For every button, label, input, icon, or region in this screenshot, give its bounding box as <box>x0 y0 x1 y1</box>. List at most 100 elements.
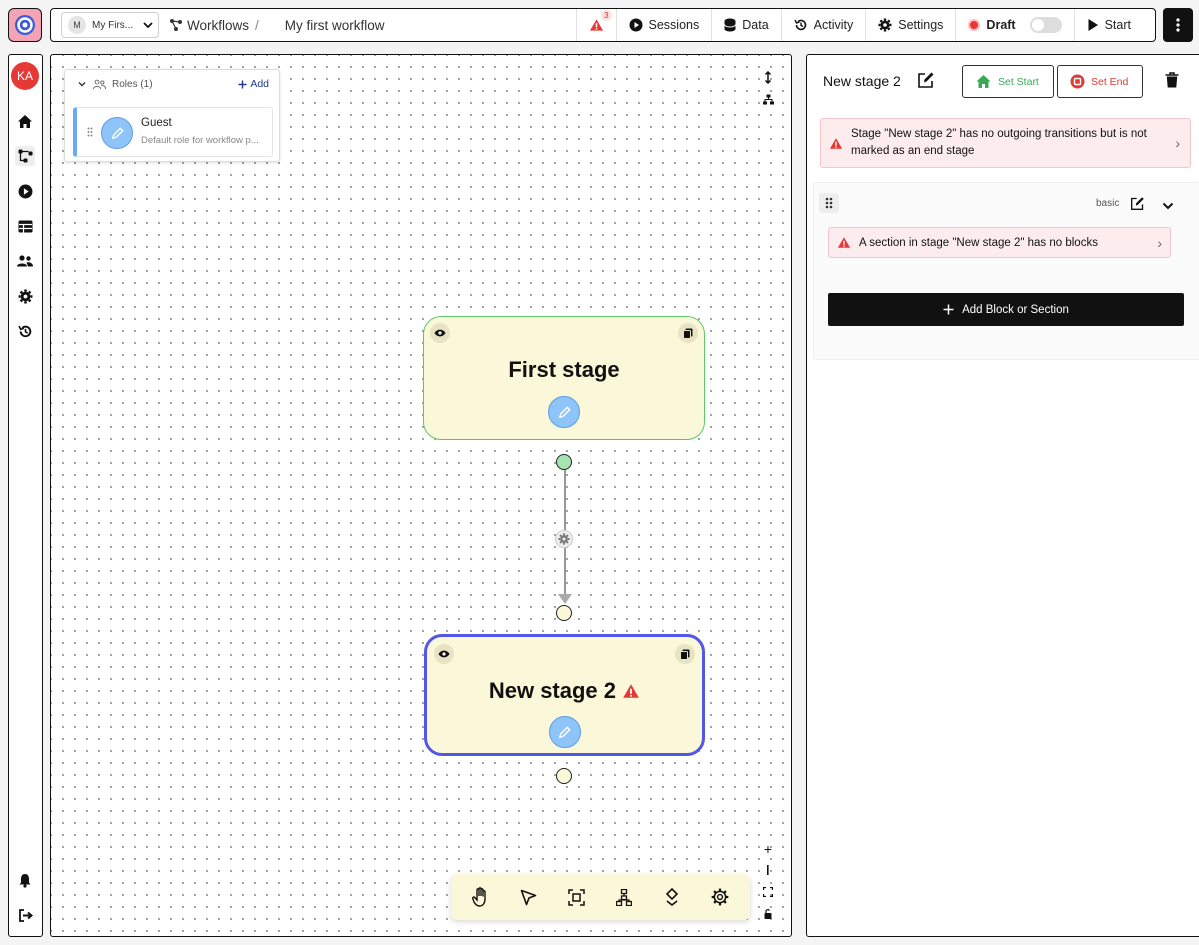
set-start-button[interactable]: Set Start <box>962 65 1054 98</box>
user-avatar[interactable]: KA <box>11 62 39 90</box>
sidebar-item-home[interactable] <box>15 111 35 131</box>
more-menu-button[interactable] <box>1163 8 1193 42</box>
draft-toggle[interactable] <box>1029 17 1062 33</box>
chevron-down-icon[interactable] <box>1162 198 1174 216</box>
users-icon <box>17 255 33 267</box>
home-icon <box>976 75 991 88</box>
breadcrumb-workflows[interactable]: Workflows <box>187 17 250 33</box>
copy-icon[interactable] <box>678 323 698 343</box>
data-button[interactable]: Data <box>711 9 780 41</box>
users-icon <box>93 79 106 89</box>
workflow-icon <box>170 19 182 31</box>
drag-handle-icon[interactable] <box>87 127 93 137</box>
zoom-out-icon[interactable] <box>761 863 775 877</box>
play-circle-icon <box>629 18 643 32</box>
breadcrumb: Workflows / My first workflow <box>169 18 385 33</box>
sidebar-item-sessions[interactable] <box>15 181 35 201</box>
role-description: Default role for workflow p... <box>141 135 259 146</box>
draft-toggle-group[interactable]: Draft <box>955 9 1073 41</box>
edge-settings-button[interactable] <box>555 530 573 548</box>
align-icon[interactable] <box>659 884 685 910</box>
drag-handle-icon[interactable] <box>819 193 839 213</box>
stage-node-first[interactable]: First stage <box>423 316 705 440</box>
plus-icon <box>238 80 247 88</box>
lock-icon[interactable] <box>761 907 775 921</box>
gear-icon <box>878 18 892 32</box>
add-block-label: Add Block or Section <box>962 303 1069 316</box>
chevron-right-icon: › <box>1157 234 1162 251</box>
edit-section-icon[interactable] <box>1130 196 1145 216</box>
play-circle-icon <box>18 184 32 198</box>
sidebar-item-data[interactable] <box>15 216 35 236</box>
edit-title-icon[interactable] <box>917 71 935 94</box>
workspace-select[interactable]: M My Firs... <box>61 12 159 38</box>
stage-title: New stage 2 <box>488 678 617 703</box>
warning-icon <box>589 19 603 31</box>
app-logo[interactable] <box>8 8 42 42</box>
settings-button[interactable]: Settings <box>865 9 955 41</box>
play-icon <box>1088 19 1098 31</box>
source-handle[interactable] <box>556 768 572 784</box>
role-avatar <box>101 117 133 149</box>
gear-icon <box>558 533 570 545</box>
database-icon <box>724 18 737 32</box>
add-block-button[interactable]: Add Block or Section <box>828 293 1184 326</box>
sidebar-item-workflows[interactable] <box>15 146 35 166</box>
workspace-label: My Firs... <box>92 19 134 31</box>
chevron-right-icon: › <box>1175 134 1180 151</box>
activity-button[interactable]: Activity <box>780 9 866 41</box>
add-role-button[interactable]: Add <box>238 78 269 90</box>
section-warning-alert[interactable]: A section in stage "New stage 2" has no … <box>828 227 1171 258</box>
top-bar: M My Firs... Workflows / My first workfl… <box>50 8 1156 42</box>
start-label: Start <box>1104 18 1131 32</box>
sessions-button[interactable]: Sessions <box>615 9 712 41</box>
sidebar-item-notifications[interactable] <box>15 870 35 890</box>
fit-view-icon[interactable] <box>761 885 775 899</box>
pointer-icon[interactable] <box>516 884 542 910</box>
edit-stage-button[interactable] <box>548 396 580 428</box>
target-handle[interactable] <box>556 605 572 621</box>
sidebar-item-settings[interactable] <box>15 286 35 306</box>
layout-tree-icon[interactable] <box>761 92 775 106</box>
stage-title: First stage <box>508 357 620 382</box>
sidebar: KA <box>8 54 43 937</box>
edge-line <box>564 548 566 596</box>
roles-title: Roles (1) <box>112 78 153 90</box>
gear-icon[interactable] <box>707 884 733 910</box>
stop-icon <box>1070 74 1085 89</box>
source-handle[interactable] <box>556 454 572 470</box>
role-card-guest[interactable]: Guest Default role for workflow p... <box>73 107 273 157</box>
zoom-in-icon[interactable]: + <box>763 841 773 857</box>
sidebar-item-logout[interactable] <box>15 905 35 925</box>
stage-detail-panel: New stage 2 Set Start Set End Stage "New… <box>806 54 1199 937</box>
settings-label: Settings <box>898 18 944 32</box>
stage-warning-alert[interactable]: Stage "New stage 2" has no outgoing tran… <box>820 118 1191 168</box>
workspace-avatar: M <box>68 16 86 34</box>
layout-tree-icon[interactable] <box>611 884 637 910</box>
eye-icon[interactable] <box>434 644 454 664</box>
pencil-icon <box>558 725 571 738</box>
draft-label: Draft <box>986 18 1016 32</box>
copy-icon[interactable] <box>675 644 695 664</box>
stage-node-new-stage-2[interactable]: New stage 2 <box>424 634 705 756</box>
edit-stage-button[interactable] <box>548 716 581 748</box>
hand-icon[interactable] <box>468 884 494 910</box>
warning-icon <box>623 684 640 698</box>
chevron-down-icon[interactable] <box>77 79 87 89</box>
sidebar-item-users[interactable] <box>15 251 35 271</box>
set-end-button[interactable]: Set End <box>1057 65 1143 98</box>
sidebar-item-history[interactable] <box>15 321 35 341</box>
expand-vertical-icon[interactable] <box>761 70 775 84</box>
frame-icon[interactable] <box>564 884 590 910</box>
start-button[interactable]: Start <box>1073 9 1155 41</box>
history-icon <box>794 19 806 31</box>
trash-icon[interactable] <box>1165 72 1179 93</box>
warnings-button[interactable]: 3 <box>575 9 616 41</box>
section-warning-text: A section in stage "New stage 2" has no … <box>859 236 1098 249</box>
eye-icon[interactable] <box>430 323 450 343</box>
workflow-canvas[interactable]: Roles (1) Add Guest Default role for wor… <box>50 54 792 937</box>
edge-arrow-icon <box>558 594 572 604</box>
logo-icon <box>15 15 35 35</box>
breadcrumb-current: My first workflow <box>284 17 385 33</box>
set-end-label: Set End <box>1091 75 1129 88</box>
